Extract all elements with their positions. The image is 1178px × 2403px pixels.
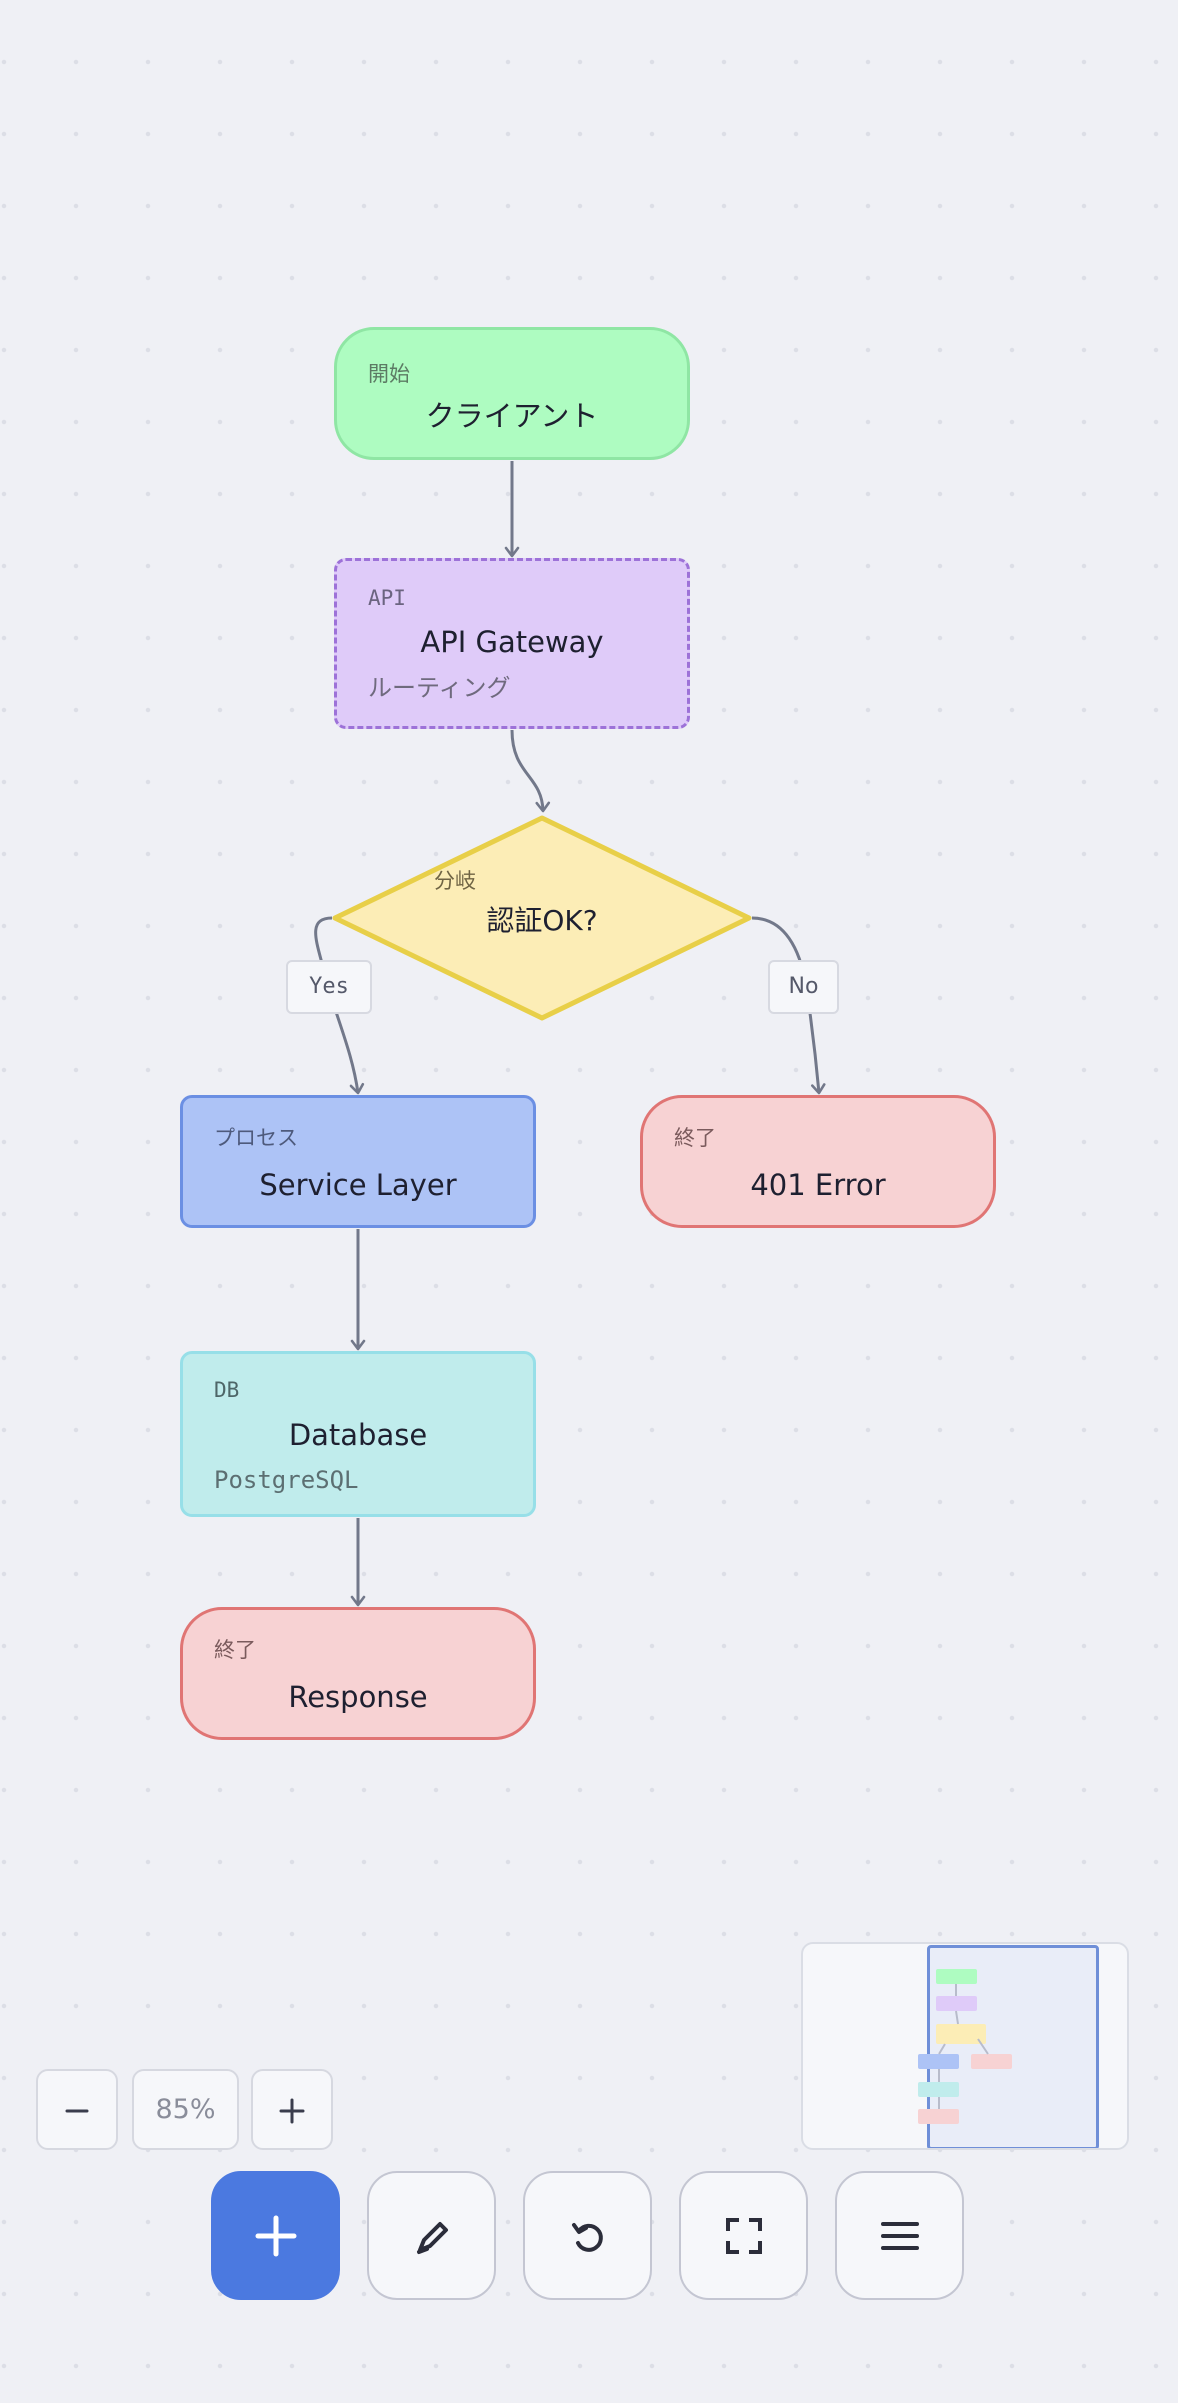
node-type-label: 開始 xyxy=(368,362,410,386)
node-response[interactable]: 終了 Response xyxy=(180,1607,536,1740)
minimap-node-api xyxy=(936,1996,977,2011)
pen-icon xyxy=(416,2221,448,2254)
node-type-label: 分岐 xyxy=(434,869,476,893)
node-title: 401 Error xyxy=(750,1168,886,1202)
node-service-layer[interactable]: プロセス Service Layer xyxy=(180,1095,536,1228)
node-database[interactable]: DB Database PostgreSQL xyxy=(180,1351,536,1517)
minimap-node-response xyxy=(918,2109,959,2124)
minimap-node-error xyxy=(971,2054,1012,2069)
node-start-client[interactable]: 開始 クライアント xyxy=(334,327,690,460)
minimap[interactable] xyxy=(801,1942,1129,2150)
node-type-label: 終了 xyxy=(674,1126,716,1150)
menu-icon xyxy=(880,2221,919,2250)
pen-tool-button[interactable] xyxy=(367,2171,496,2300)
undo-icon xyxy=(571,2222,603,2252)
minimap-node-decision xyxy=(936,2024,986,2044)
edge-label-no[interactable]: No xyxy=(768,960,839,1014)
decision-diamond-shape xyxy=(332,815,752,1021)
fullscreen-icon xyxy=(725,2217,762,2254)
node-type-label: プロセス xyxy=(214,1126,298,1150)
node-type-label: 終了 xyxy=(214,1638,256,1662)
node-api-gateway[interactable]: API API Gateway ルーティング xyxy=(334,558,690,729)
minimap-edges xyxy=(938,1984,989,2109)
node-type-label: DB xyxy=(214,1378,240,1402)
zoom-in-button[interactable] xyxy=(251,2069,333,2150)
plus-icon xyxy=(279,2098,305,2123)
node-decision-auth[interactable]: 分岐 認証OK? xyxy=(332,815,752,1021)
node-subtitle: PostgreSQL xyxy=(214,1466,359,1494)
minimap-node-service xyxy=(918,2054,959,2069)
edge-api-to-decision[interactable] xyxy=(510,729,551,813)
node-401-error[interactable]: 終了 401 Error xyxy=(640,1095,996,1228)
node-type-label: API xyxy=(368,586,406,610)
menu-button[interactable] xyxy=(835,2171,964,2300)
node-title: Service Layer xyxy=(259,1168,457,1202)
minimap-node-start xyxy=(936,1969,977,1984)
node-title: クライアント xyxy=(425,399,599,433)
node-title: 認証OK? xyxy=(486,904,598,937)
minus-icon xyxy=(65,2109,89,2112)
fullscreen-button[interactable] xyxy=(679,2171,808,2300)
add-node-button[interactable] xyxy=(211,2171,340,2300)
zoom-level-indicator[interactable]: 85% xyxy=(132,2069,239,2150)
minimap-node-db xyxy=(918,2082,959,2097)
zoom-out-button[interactable] xyxy=(36,2069,118,2150)
undo-button[interactable] xyxy=(523,2171,652,2300)
edge-label-yes[interactable]: Yes xyxy=(286,960,372,1014)
node-title: API Gateway xyxy=(420,625,604,659)
node-subtitle: ルーティング xyxy=(368,674,511,702)
plus-icon xyxy=(255,2215,296,2256)
node-title: Response xyxy=(288,1680,428,1714)
node-title: Database xyxy=(288,1418,428,1452)
